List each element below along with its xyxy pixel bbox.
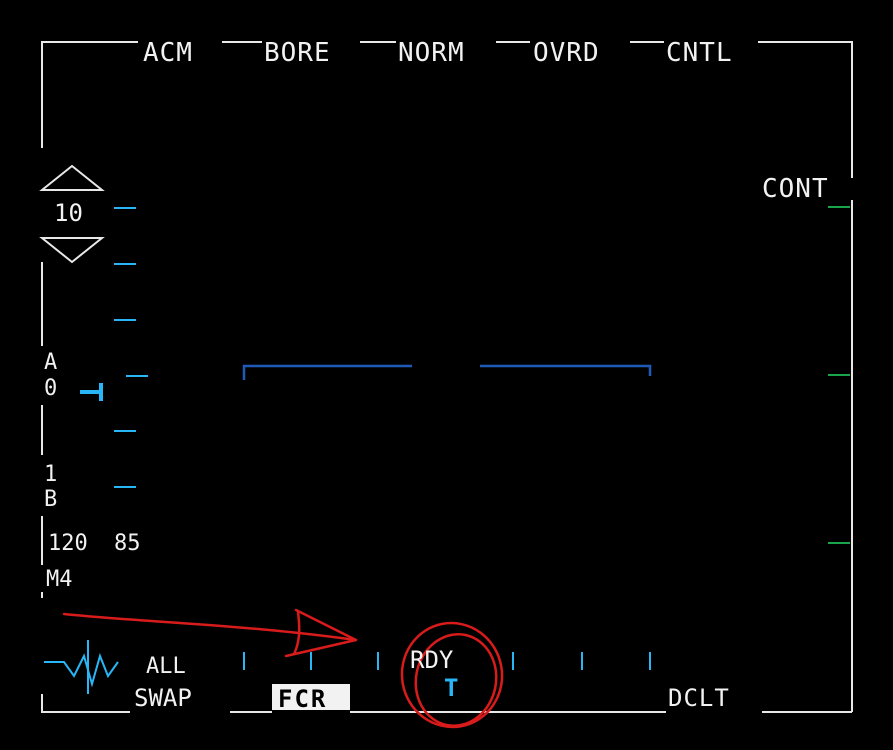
- osb-bore[interactable]: BORE: [264, 38, 331, 68]
- waveform-trace: [44, 652, 119, 688]
- triangle-up-icon[interactable]: [39, 164, 105, 191]
- waveform-icon[interactable]: [44, 640, 119, 694]
- triangle-down-icon[interactable]: [39, 237, 105, 264]
- osb-fcr[interactable]: FCR: [272, 684, 350, 713]
- azimuth-scale: [243, 652, 651, 670]
- target-marker: T: [444, 674, 459, 702]
- right-scale: [828, 206, 850, 544]
- osb-all[interactable]: ALL: [146, 654, 186, 679]
- rdy-status: RDY: [410, 646, 454, 674]
- range-scale: [114, 207, 148, 488]
- osb-cont[interactable]: CONT: [762, 174, 829, 204]
- horizon-line: [242, 364, 652, 380]
- red-circle-annotation: [400, 621, 504, 729]
- osb-norm[interactable]: NORM: [398, 38, 465, 68]
- azimuth-value[interactable]: 0: [44, 376, 58, 401]
- horizon-left: [242, 364, 412, 380]
- missile-value: 85: [114, 531, 141, 556]
- osb-ovrd[interactable]: OVRD: [533, 38, 600, 68]
- frame-top-left: [41, 41, 138, 80]
- azimuth-label[interactable]: A: [44, 350, 58, 375]
- red-arrow-shaft: [62, 612, 358, 642]
- bar-value[interactable]: 1: [44, 462, 58, 487]
- horizon-right: [480, 364, 652, 376]
- frame-top-right: [758, 41, 853, 178]
- red-arrow-head: [284, 608, 358, 658]
- cursor-marker: [80, 383, 103, 401]
- osb-swap[interactable]: SWAP: [134, 684, 192, 712]
- missile-speed: 120: [48, 531, 88, 556]
- red-circle-inner: [414, 632, 498, 728]
- osb-cntl[interactable]: CNTL: [666, 38, 733, 68]
- range-value: 10: [54, 199, 83, 227]
- frame-bottom-left: [41, 694, 130, 713]
- osb-fcr-label: FCR: [278, 685, 328, 713]
- osb-dclt[interactable]: DCLT: [668, 684, 730, 712]
- red-arrow-annotation: [62, 608, 358, 658]
- osb-acm[interactable]: ACM: [143, 38, 193, 68]
- red-arrow-head-back: [292, 610, 301, 656]
- mode-label[interactable]: M4: [46, 567, 73, 592]
- bar-label[interactable]: B: [44, 487, 58, 512]
